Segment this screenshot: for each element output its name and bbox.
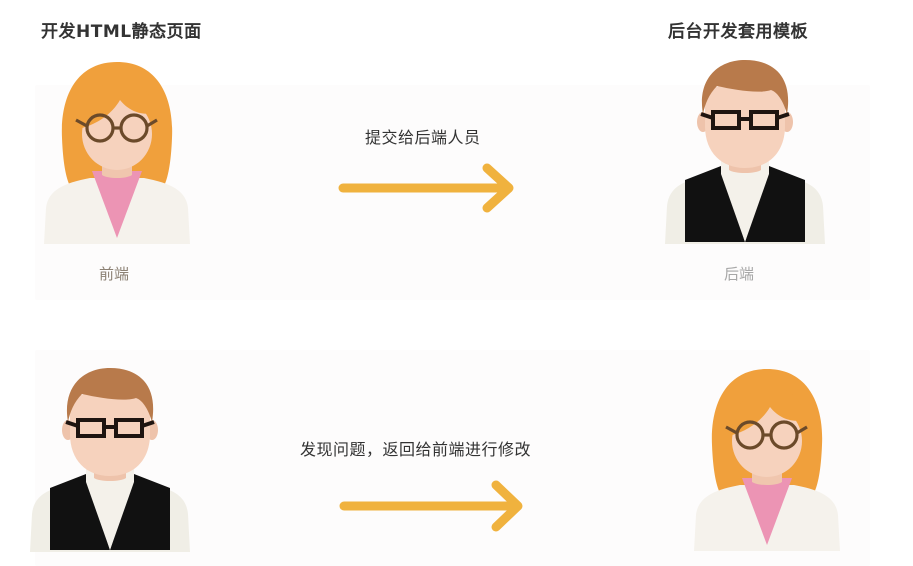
backend-task-title: 后台开发套用模板 [668,22,808,42]
frontend-developer-avatar [44,62,190,244]
round-glasses-icon [725,420,808,450]
backend-role-label: 后端 [724,265,755,283]
square-glasses-icon [700,110,790,130]
return-to-frontend-caption: 发现问题，返回给前端进行修改 [300,440,532,459]
submit-to-backend-caption: 提交给后端人员 [365,128,481,147]
frontend-developer-avatar-bottom [694,369,840,551]
backend-developer-avatar [665,60,825,244]
arrow-right-icon [339,480,523,532]
backend-developer-avatar-bottom [30,368,190,552]
round-glasses-icon [75,113,158,143]
frontend-task-title: 开发HTML静态页面 [41,22,202,42]
arrow-right-icon [338,163,514,213]
frontend-role-label: 前端 [99,265,130,283]
square-glasses-icon [65,418,155,438]
